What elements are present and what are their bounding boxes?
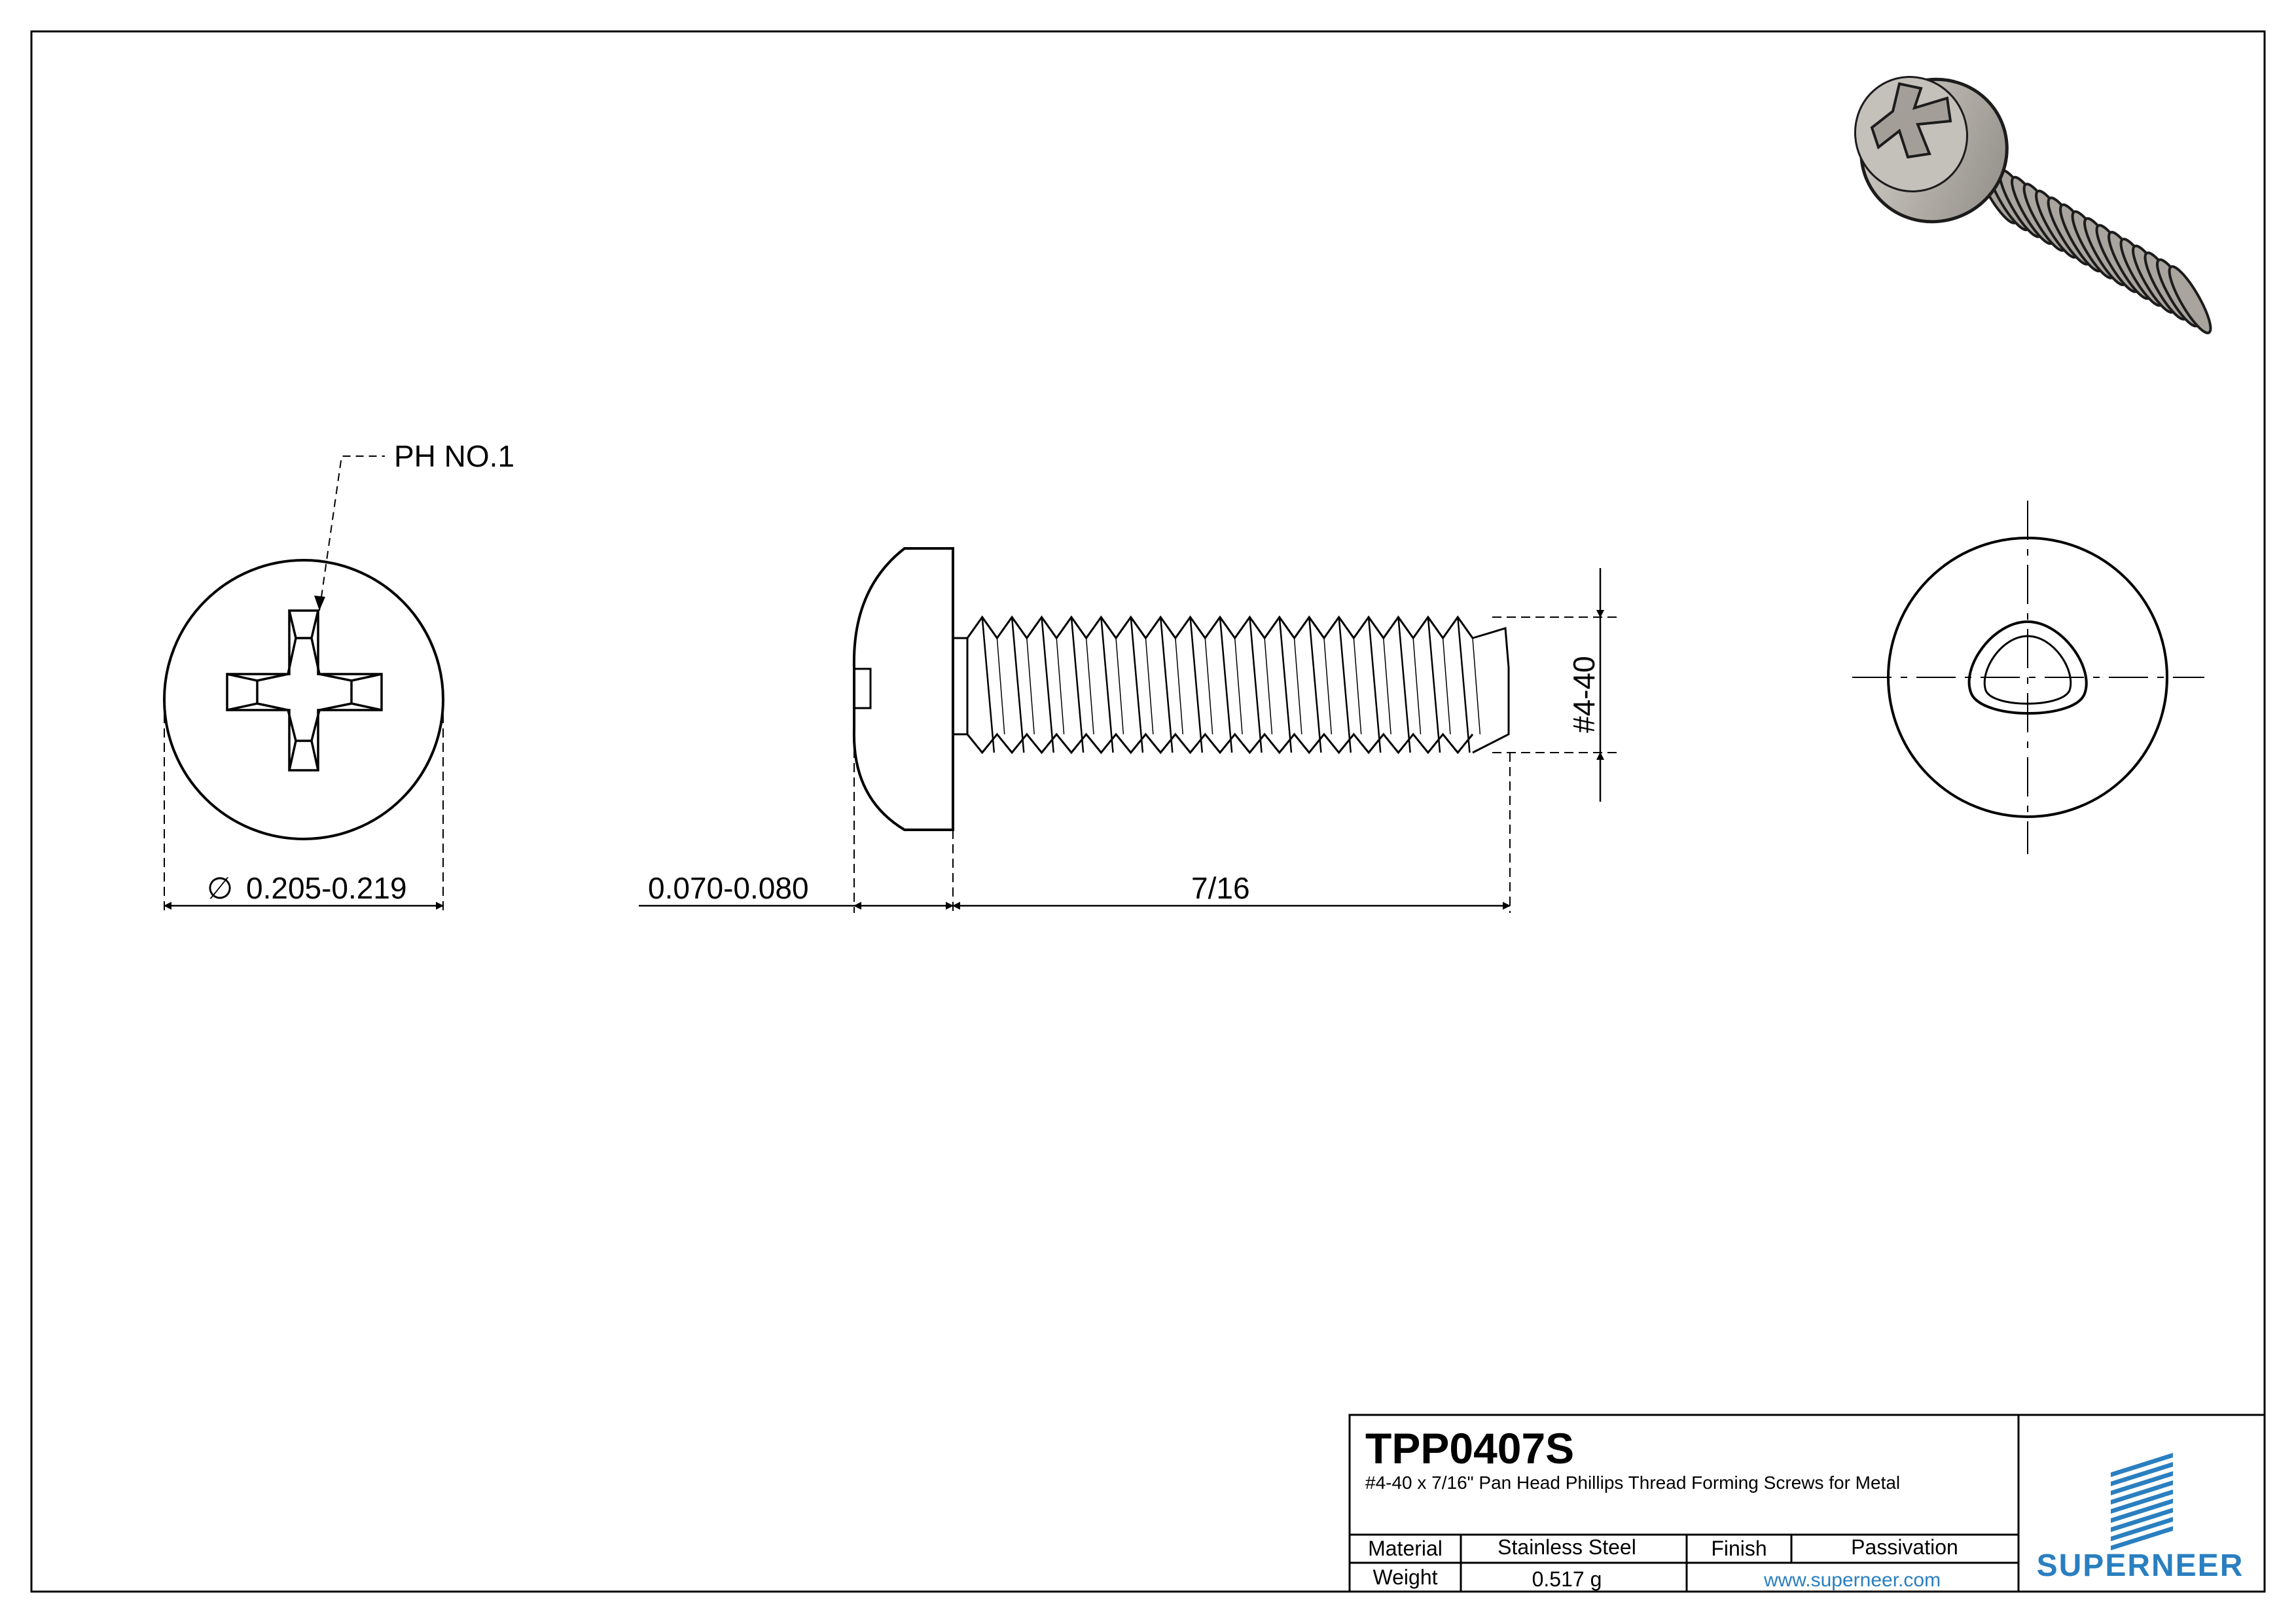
- thread-crests: [966, 615, 1481, 755]
- part-number: TPP0407S: [1365, 1424, 1574, 1472]
- finish-value: Passivation: [1851, 1535, 1958, 1559]
- dim-length: 7/16: [1191, 871, 1250, 905]
- finish-label: Finish: [1711, 1537, 1767, 1560]
- dim-head-diameter: 0.205-0.219: [246, 871, 407, 905]
- tip-end-view: [1852, 501, 2204, 854]
- screw-3d-render: [1854, 76, 2212, 334]
- dim-thread: #4-40: [1567, 656, 1601, 733]
- website-link[interactable]: www.superneer.com: [1763, 1569, 1941, 1591]
- threaded-shank: [953, 637, 969, 736]
- brand-name: SUPERNEER: [2037, 1548, 2244, 1583]
- material-label: Material: [1368, 1537, 1443, 1560]
- title-block: [1348, 1414, 2266, 1593]
- superneer-logo-icon: SUPERNEER: [2037, 1453, 2244, 1583]
- weight-value: 0.517 g: [1532, 1567, 1602, 1591]
- sheet-border: [30, 30, 2266, 1593]
- material-value: Stainless Steel: [1498, 1535, 1636, 1559]
- part-description: #4-40 x 7/16" Pan Head Phillips Thread F…: [1365, 1472, 1900, 1493]
- trilobular-outer-icon: [1967, 620, 2088, 715]
- trilobular-inner-icon: [1983, 635, 2072, 705]
- side-head: [852, 547, 954, 831]
- head-top-view: PH NO.1 ∅ 0.205-0.219: [163, 439, 514, 913]
- diameter-symbol: ∅: [207, 871, 233, 905]
- callout-leader: [319, 455, 385, 611]
- dim-head-height: 0.070-0.080: [648, 871, 809, 905]
- side-view: #4-40 0.070-0.080 7/16: [639, 547, 1617, 913]
- phillips-recess-icon: [226, 609, 383, 772]
- head-outline: [163, 559, 444, 840]
- phillips-drive-icon: [1870, 82, 1952, 159]
- weight-label: Weight: [1372, 1565, 1437, 1589]
- drive-callout: PH NO.1: [394, 439, 514, 473]
